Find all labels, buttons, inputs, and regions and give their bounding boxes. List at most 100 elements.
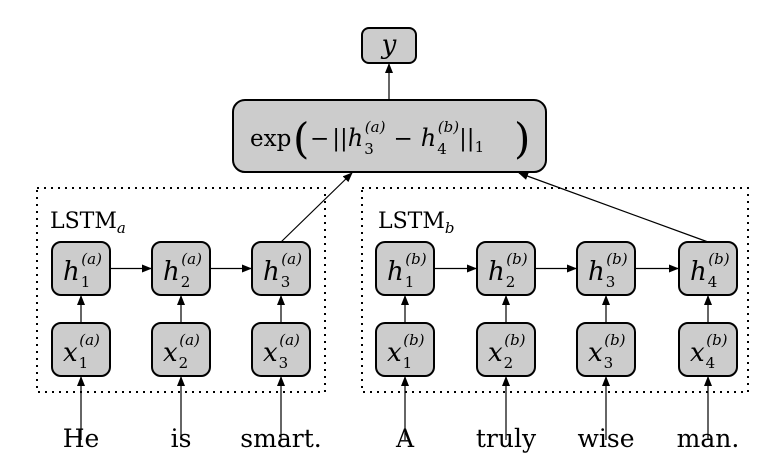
lstm-b-word-4: man. — [677, 424, 740, 453]
lstm-b-input-node-1-sup: (b) — [403, 331, 424, 349]
lstm-b-hidden-node-4-var: h — [690, 257, 707, 287]
lstm-b-input-node-4-box — [678, 322, 738, 377]
lstm-a-input-node-2-sup: (a) — [179, 331, 200, 349]
lstm-a-input-node-3-var: x — [263, 338, 278, 368]
lstm-b-input-node-3-index: 3 — [604, 354, 614, 372]
lstm-b-input-node-2-index: 2 — [504, 354, 514, 372]
lstm-a-hidden-node-3-box — [251, 241, 311, 296]
lstm-a-input-node-2: x2 (a) — [151, 322, 211, 377]
lstm-b-input-node-2-label: x2 (b) — [488, 331, 526, 372]
lstm-a-label: LSTMa — [50, 209, 126, 237]
nodes-layer: h1(a)x1(a)h2(a)x2(a)h3(a)x3(a)h1(b)x1(b)… — [51, 241, 738, 377]
lstm-a-input-node-1-index: 1 — [79, 354, 89, 372]
lstm-a-hidden-node-2-index: 2 — [181, 273, 191, 291]
lstm-a-group — [36, 187, 326, 393]
lstm-b-hidden-node-3-sup: (b) — [606, 250, 627, 268]
lstm-b-input-node-1: x1 (b) — [375, 322, 435, 377]
lstm-a-input-node-2-index: 2 — [179, 354, 189, 372]
lstm-a-input-node-1-label: x1 (a) — [63, 331, 100, 372]
lstm-b-hidden-node-3-label: h3 (b) — [588, 250, 628, 291]
lstm-a-input-node-3-sup: (a) — [279, 331, 300, 349]
lstm-b-word-2: truly — [476, 424, 537, 453]
lstm-a-input-node-2-label: x2 (a) — [163, 331, 200, 372]
lstm-b-input-node-2-sup: (b) — [504, 331, 525, 349]
lstm-b-hidden-node-3-box — [576, 241, 636, 296]
lstm-b-to-similarity-arrow — [518, 172, 709, 243]
lstm-a-input-node-3-index: 3 — [279, 354, 289, 372]
lstm-b-input-node-4-label: x4(b) — [690, 331, 728, 372]
lstm-b-hidden-node-4-index: 4 — [708, 273, 718, 291]
lstm-a-hidden-node-2-var: h — [163, 257, 180, 287]
lstm-b-input-node-3: x3 (b) — [576, 322, 636, 377]
lstm-a-input-node-2-var: x — [163, 338, 178, 368]
lstm-b-group — [361, 187, 749, 393]
lstm-a-word-3: smart. — [240, 424, 321, 453]
lstm-a-word-1: He — [63, 424, 100, 453]
lstm-b-hidden-node-1-index: 1 — [405, 273, 415, 291]
lstm-b-hidden-node-2-var: h — [488, 257, 505, 287]
lstm-b-hidden-node-1-box — [375, 241, 435, 296]
similarity-expression: −||h3(a)−h4(b)||1 — [310, 118, 484, 158]
lstm-a-hidden-node-3-index: 3 — [281, 273, 291, 291]
lstm-b-input-node-3-var: x — [588, 338, 603, 368]
similarity-formula: exp — [250, 126, 291, 152]
lstm-b-hidden-node-3: h3 (b) — [576, 241, 636, 296]
lstm-a-hidden-node-1-var: h — [63, 257, 80, 287]
lstm-a-input-node-1: x1 (a) — [51, 322, 111, 377]
lstm-b-input-node-2-var: x — [488, 338, 503, 368]
lstm-a-hidden-node-2-box — [151, 241, 211, 296]
lstm-b-hidden-node-4-label: h4 (b) — [690, 250, 730, 291]
lstm-b-input-node-3-box — [576, 322, 636, 377]
lstm-a-hidden-node-1-sup: (a) — [81, 250, 102, 268]
lstm-b-hidden-node-1-label: h1 (b) — [387, 250, 427, 291]
lstm-b-hidden-node-1-var: h — [387, 257, 404, 287]
lstm-b-word-3: wise — [577, 424, 634, 453]
lstm-b-hidden-node-2-label: h2 (b) — [488, 250, 528, 291]
lstm-a-input-node-3-box — [251, 322, 311, 377]
lstm-b-hidden-node-2-box — [476, 241, 536, 296]
lstm-a-hidden-node-2-sup: (a) — [181, 250, 202, 268]
lstm-b-hidden-node-2: h2 (b) — [476, 241, 536, 296]
similarity-open-paren: ( — [293, 114, 309, 163]
lstm-b-label: LSTMb — [378, 209, 455, 237]
lstm-b-input-node-2: x2 (b) — [476, 322, 536, 377]
lstm-b-input-node-1-var: x — [387, 338, 402, 368]
lstm-a-input-node-3: x3 (a) — [251, 322, 311, 377]
lstm-a-hidden-node-1-box — [51, 241, 111, 296]
lstm-b-hidden-node-2-index: 2 — [506, 273, 516, 291]
lstm-a-input-node-1-box — [51, 322, 111, 377]
lstm-a-hidden-node-3-var: h — [263, 257, 280, 287]
lstm-b-input-node-1-box — [375, 322, 435, 377]
lstm-b-hidden-node-3-var: h — [588, 257, 605, 287]
lstm-b-input-node-1-label: x1 (b) — [387, 331, 425, 372]
lstm-b-hidden-node-4-box — [678, 241, 738, 296]
lstm-a-input-node-1-sup: (a) — [79, 331, 100, 349]
lstm-b-input-node-3-label: x3 (b) — [588, 331, 626, 372]
lstm-a-hidden-node-3-sup: (a) — [281, 250, 302, 268]
lstm-b-hidden-node-3-index: 3 — [606, 273, 616, 291]
lstm-b-hidden-node-2-sup: (b) — [506, 250, 527, 268]
lstm-b-hidden-node-1: h1 (b) — [375, 241, 435, 296]
lstm-b-word-1: A — [395, 424, 415, 453]
edges-layer — [77, 63, 712, 440]
lstm-a-hidden-node-2-label: h2 (a) — [163, 250, 202, 291]
lstm-a-input-node-1-var: x — [63, 338, 78, 368]
lstm-a-to-similarity-arrow — [280, 172, 353, 243]
lstm-b-hidden-node-1-sup: (b) — [405, 250, 426, 268]
lstm-a-hidden-node-2: h2 (a) — [151, 241, 211, 296]
lstm-b-input-node-1-index: 1 — [403, 354, 413, 372]
lstm-a-hidden-node-1-index: 1 — [81, 273, 91, 291]
lstm-b-hidden-node-4: h4 (b) — [678, 241, 738, 296]
lstm-b-input-node-4-sup: (b) — [706, 331, 727, 349]
lstm-b-hidden-node-4-sup: (b) — [708, 250, 729, 268]
lstm-a-word-2: is — [171, 424, 192, 453]
lstm-b-input-node-4-var: x — [690, 338, 705, 368]
lstm-b-input-node-3-sup: (b) — [604, 331, 625, 349]
lstm-b-input-node-4: x4(b) — [678, 322, 738, 377]
lstm-a-input-node-2-box — [151, 322, 211, 377]
lstm-a-hidden-node-3-label: h3 (a) — [263, 250, 302, 291]
lstm-a-input-node-3-label: x3 (a) — [263, 331, 300, 372]
lstm-b-input-node-2-box — [476, 322, 536, 377]
